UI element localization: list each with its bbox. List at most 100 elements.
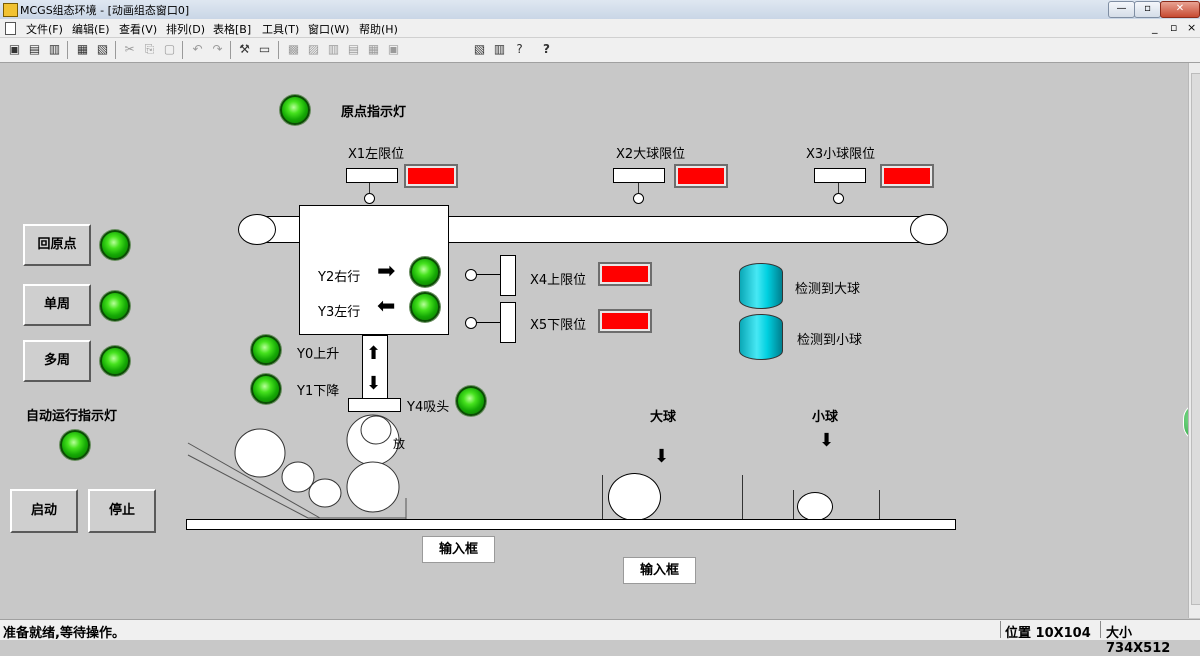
new-window-icon[interactable]: ▣ <box>8 42 21 56</box>
redo-icon[interactable]: ↷ <box>212 42 223 56</box>
x2-limit-switch[interactable] <box>613 168 665 183</box>
help-icon[interactable]: ? <box>543 42 550 56</box>
origin-indicator-label: 原点指示灯 <box>341 105 407 120</box>
check-icon[interactable]: ▥ <box>493 42 506 56</box>
y3-left-label: Y3左行 <box>318 305 361 320</box>
x2-switch-roller <box>633 193 644 204</box>
child-minimize-button[interactable]: _ <box>1152 21 1158 34</box>
window-title: MCGS组态环境 - [动画组态窗口0] <box>20 4 190 17</box>
x5-switch-roller <box>465 317 477 329</box>
y2-right-lamp[interactable] <box>410 257 440 287</box>
tools-icon[interactable]: ⚒ <box>239 42 250 56</box>
vertical-scrollbar[interactable] <box>1188 63 1200 618</box>
x2-big-ball-limit-label: X2大球限位 <box>616 147 686 162</box>
multi-cycle-lamp[interactable] <box>100 346 130 376</box>
x1-limit-switch[interactable] <box>346 168 398 183</box>
status-bar: 准备就绪,等待操作。 位置 10X104 大小 734X512 <box>0 619 1200 656</box>
menu-view[interactable]: 查看(V) <box>119 23 158 36</box>
input-box-right[interactable]: 输入框 <box>623 557 696 584</box>
align-icon[interactable]: ▣ <box>387 42 400 56</box>
x5-lower-limit-label: X5下限位 <box>530 318 587 333</box>
x1-switch-roller <box>364 193 375 204</box>
bin-divider <box>602 475 603 521</box>
app-icon <box>3 3 18 17</box>
origin-indicator-lamp[interactable] <box>280 95 310 125</box>
child-close-button[interactable]: × <box>1187 21 1197 34</box>
single-cycle-button[interactable]: 单周 <box>23 284 91 326</box>
scrollbar-thumb[interactable] <box>1191 73 1200 605</box>
x5-limit-switch[interactable] <box>500 302 516 343</box>
paste-icon[interactable]: ▢ <box>163 42 176 56</box>
auto-run-indicator-lamp[interactable] <box>60 430 90 460</box>
y2-right-label: Y2右行 <box>318 270 361 285</box>
bin-divider <box>742 475 743 521</box>
suction-head <box>348 398 401 412</box>
menu-help[interactable]: 帮助(H) <box>359 23 398 36</box>
format-fill-icon[interactable]: ▩ <box>287 42 300 56</box>
small-ball-bin-label: 小球 <box>812 410 839 425</box>
small-ball-down-arrow-icon: ⬇ <box>819 430 835 451</box>
base-platform <box>186 519 956 530</box>
home-button[interactable]: 回原点 <box>23 224 91 266</box>
bin-divider <box>793 490 794 521</box>
y4-suction-label: Y4吸头 <box>407 400 450 415</box>
close-button[interactable]: ✕ <box>1160 1 1200 18</box>
format-line-icon[interactable]: ▨ <box>307 42 320 56</box>
y0-up-label: Y0上升 <box>297 347 340 362</box>
menu-file[interactable]: 文件(F) <box>26 23 63 36</box>
y0-up-lamp[interactable] <box>251 335 281 365</box>
y4-suction-lamp[interactable] <box>456 386 486 416</box>
status-divider <box>1100 621 1101 638</box>
home-lamp[interactable] <box>100 230 130 260</box>
menu-window[interactable]: 窗口(W) <box>308 23 350 36</box>
big-ball-sensor <box>739 263 783 309</box>
toolbar-separator <box>115 41 116 59</box>
format-text-color-icon[interactable]: ▥ <box>327 42 340 56</box>
y3-left-lamp[interactable] <box>410 292 440 322</box>
small-ball-sensor <box>739 314 783 360</box>
toolbar-separator <box>182 41 183 59</box>
cut-icon[interactable]: ✂ <box>124 42 135 56</box>
window-properties-icon[interactable]: ▭ <box>258 42 271 56</box>
toolbar: ▣ ▤ ▥ ▦ ▧ ✂ ⎘ ▢ ↶ ↷ ⚒ ▭ ▩ ▨ ▥ ▤ ▦ ▣ ▧ ▥ … <box>0 38 1200 63</box>
font-icon[interactable]: ▤ <box>347 42 360 56</box>
y1-down-lamp[interactable] <box>251 374 281 404</box>
menu-arrange[interactable]: 排列(D) <box>166 23 206 36</box>
x5-limit-indicator <box>598 309 652 333</box>
minimize-button[interactable]: — <box>1108 1 1135 18</box>
right-arrow-icon: ➡ <box>377 259 396 284</box>
device-window-icon[interactable]: ▧ <box>473 42 486 56</box>
x3-limit-switch[interactable] <box>814 168 866 183</box>
menu-tools[interactable]: 工具(T) <box>262 23 300 36</box>
restore-button[interactable]: ▫ <box>1134 1 1161 18</box>
detect-big-ball-label: 检测到大球 <box>795 282 861 297</box>
menu-edit[interactable]: 编辑(E) <box>72 23 110 36</box>
toolbar-separator <box>230 41 231 59</box>
print-icon[interactable]: ▦ <box>76 42 89 56</box>
print-preview-icon[interactable]: ▧ <box>96 42 109 56</box>
conveyor-left-roller <box>238 214 276 245</box>
data-object-icon[interactable]: ? <box>516 42 523 56</box>
menu-table[interactable]: 表格[B] <box>213 23 252 36</box>
ball <box>346 461 400 513</box>
open-icon[interactable]: ▤ <box>28 42 41 56</box>
copy-icon[interactable]: ⎘ <box>144 42 155 56</box>
x5-switch-arm <box>477 322 500 323</box>
child-restore-button[interactable]: ▫ <box>1170 21 1178 34</box>
chute-line <box>187 442 321 519</box>
ball-feeder-graphic <box>187 414 407 520</box>
title-bar: MCGS组态环境 - [动画组态窗口0] — ▫ ✕ <box>0 0 1200 20</box>
line-style-icon[interactable]: ▦ <box>367 42 380 56</box>
x4-limit-switch[interactable] <box>500 255 516 296</box>
undo-icon[interactable]: ↶ <box>192 42 203 56</box>
start-button[interactable]: 启动 <box>10 489 78 533</box>
x3-small-ball-limit-label: X3小球限位 <box>806 147 876 162</box>
multi-cycle-button[interactable]: 多周 <box>23 340 91 382</box>
doc-icon <box>5 22 16 35</box>
stop-button[interactable]: 停止 <box>88 489 156 533</box>
save-icon[interactable]: ▥ <box>48 42 61 56</box>
big-ball-down-arrow-icon: ⬇ <box>654 446 670 467</box>
input-box-left[interactable]: 输入框 <box>422 536 495 563</box>
toolbar-separator <box>67 41 68 59</box>
single-cycle-lamp[interactable] <box>100 291 130 321</box>
